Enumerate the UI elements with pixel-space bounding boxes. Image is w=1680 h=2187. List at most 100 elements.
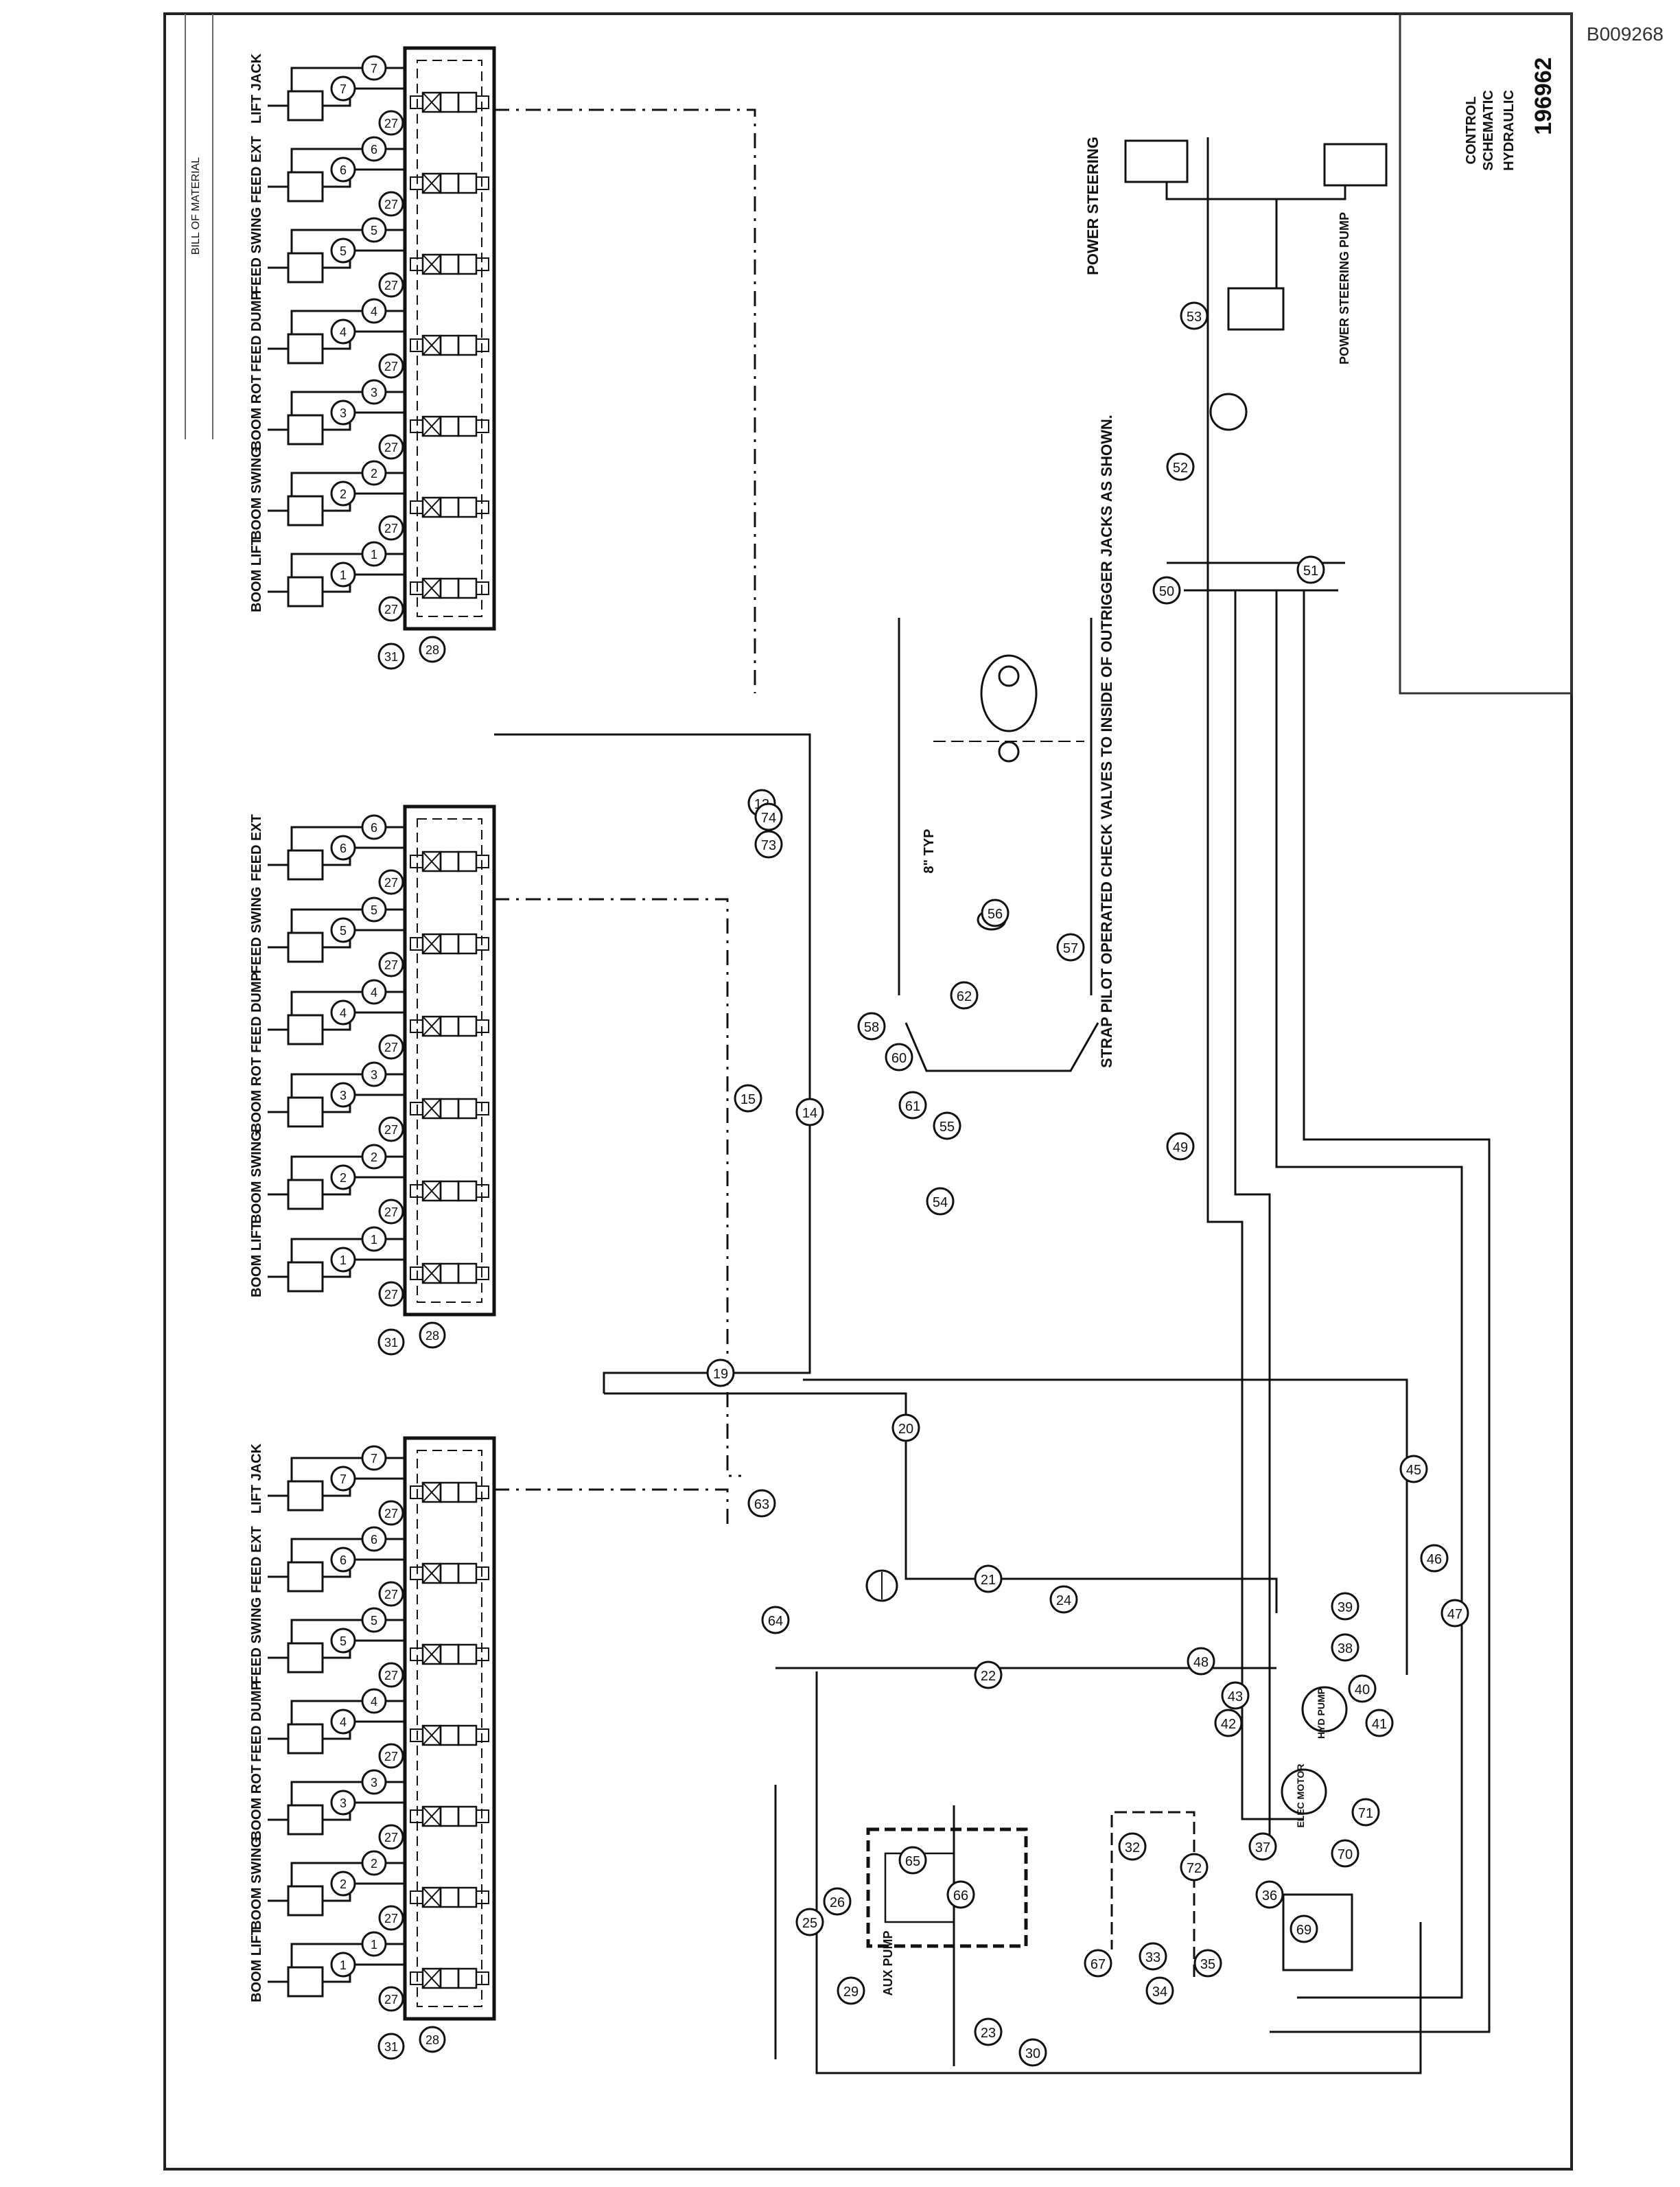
line-number-callout: 5: [340, 924, 347, 938]
valve-envelope: [457, 1098, 478, 1120]
cylinder-label: BOOM ROT: [249, 1765, 264, 1840]
valve-callout-circle: [378, 1034, 404, 1060]
valve-spring: [410, 1102, 423, 1115]
part-callout: 69: [1296, 1923, 1311, 1938]
part-callout: 21: [981, 1573, 996, 1588]
valve-envelope: [439, 577, 460, 599]
part-callout: 20: [898, 1422, 913, 1437]
line-number-callout-circle: [330, 1952, 356, 1978]
part-callout-circle: [1399, 1455, 1428, 1483]
valve-spring: [476, 937, 489, 951]
part-callout: 73: [761, 838, 776, 853]
line-number-callout: 6: [371, 1533, 377, 1547]
part-callout: 65: [905, 1854, 920, 1869]
part-callout-circle: [1331, 1633, 1360, 1662]
line-number-callout-circle: [361, 1607, 387, 1633]
line-number-callout-circle: [361, 1144, 387, 1170]
valve-callout: 27: [384, 117, 398, 130]
part-callout-circle: [754, 830, 783, 859]
bank-callout-circle: [419, 1321, 446, 1349]
valve-envelope: [439, 1481, 460, 1503]
line-number-callout-circle: [361, 1226, 387, 1252]
valve-envelope: [457, 1724, 478, 1746]
valve-spring: [410, 855, 423, 868]
valve-envelope: [439, 1098, 460, 1120]
power-steering-line: [1165, 182, 1346, 200]
valve-spring: [410, 338, 423, 352]
bank-callout: 28: [425, 2033, 439, 2047]
part-callout-circle: [1152, 576, 1181, 605]
part-callout: 39: [1338, 1600, 1353, 1615]
cylinder-body: [287, 414, 324, 445]
supply-line: [1275, 590, 1463, 1999]
valve-envelope: [439, 334, 460, 356]
valve-envelope: [457, 496, 478, 518]
part-callout-circle: [933, 1111, 961, 1140]
part-callout: 14: [802, 1106, 817, 1121]
valve-spring: [476, 1809, 489, 1823]
title-line: CONTROL: [1464, 97, 1479, 165]
valve-spring: [410, 1728, 423, 1742]
pressure-gauge: [865, 1569, 898, 1602]
line-number-callout-circle: [361, 136, 387, 162]
valve-envelope: [439, 1886, 460, 1908]
strap-pilot-note: STRAP PILOT OPERATED CHECK VALVES TO INS…: [1098, 415, 1115, 1068]
line-number-callout: 7: [340, 82, 347, 96]
valve-spring: [410, 1566, 423, 1580]
part-callout-circle: [974, 1564, 1003, 1593]
part-callout: 52: [1173, 461, 1188, 476]
line-number-callout-circle: [330, 400, 356, 426]
return-line: [1110, 1811, 1195, 1977]
valve-callout-circle: [378, 1281, 404, 1307]
part-callout: 60: [891, 1051, 907, 1066]
title-line: SCHEMATIC: [1481, 90, 1496, 170]
line-number-callout-circle: [361, 896, 387, 923]
valve-spring: [476, 1566, 489, 1580]
line-number-callout-circle: [361, 298, 387, 324]
valve-callout-circle: [378, 1743, 404, 1769]
cylinder-label: BOOM LIFT: [249, 1222, 264, 1297]
part-callout-circle: [1180, 301, 1209, 330]
part-callout-circle: [1193, 1949, 1222, 1978]
power-steering-pump: [1209, 393, 1248, 431]
valve-envelope: [439, 850, 460, 872]
part-callout: 34: [1152, 1984, 1167, 2000]
line-number-callout: 3: [371, 1068, 377, 1082]
valve-arrow: [422, 934, 441, 954]
line-number-callout-circle: [330, 1628, 356, 1654]
valve-callout-circle: [378, 515, 404, 541]
valve-callout: 27: [384, 198, 398, 211]
title-line: HYDRAULIC: [1502, 90, 1517, 171]
valve-spring: [476, 176, 489, 190]
part-callout-circle: [1221, 1681, 1250, 1710]
part-callout: 32: [1125, 1840, 1140, 1855]
valve-arrow: [422, 335, 441, 356]
cylinder-label: FEED DUMP: [249, 972, 264, 1053]
line-number-callout: 6: [340, 163, 347, 177]
line-number-callout-circle: [330, 1082, 356, 1108]
part-callout-circle: [898, 1846, 927, 1875]
valve-callout-circle: [378, 869, 404, 895]
valve-envelope: [457, 1967, 478, 1989]
valve-envelope: [439, 415, 460, 437]
part-callout-circle: [761, 1606, 790, 1634]
cylinder-body: [287, 1804, 324, 1836]
valve-spring: [476, 257, 489, 271]
valve-arrow: [422, 1725, 441, 1746]
valve-envelope: [439, 496, 460, 518]
line-number-callout-circle: [361, 1850, 387, 1876]
valve-spring: [476, 1728, 489, 1742]
part-callout-circle: [1296, 555, 1325, 584]
line-number-callout-circle: [330, 999, 356, 1026]
valve-envelope: [457, 1562, 478, 1584]
bank-callout: 31: [384, 2040, 398, 2054]
valve-spring: [410, 1184, 423, 1198]
cylinder-body: [287, 1966, 324, 1998]
electric-motor: [1281, 1768, 1327, 1815]
valve-envelope: [439, 1643, 460, 1665]
valve-callout: 27: [384, 958, 398, 972]
part-callout-circle: [1166, 452, 1195, 481]
valve-envelope: [457, 1262, 478, 1284]
